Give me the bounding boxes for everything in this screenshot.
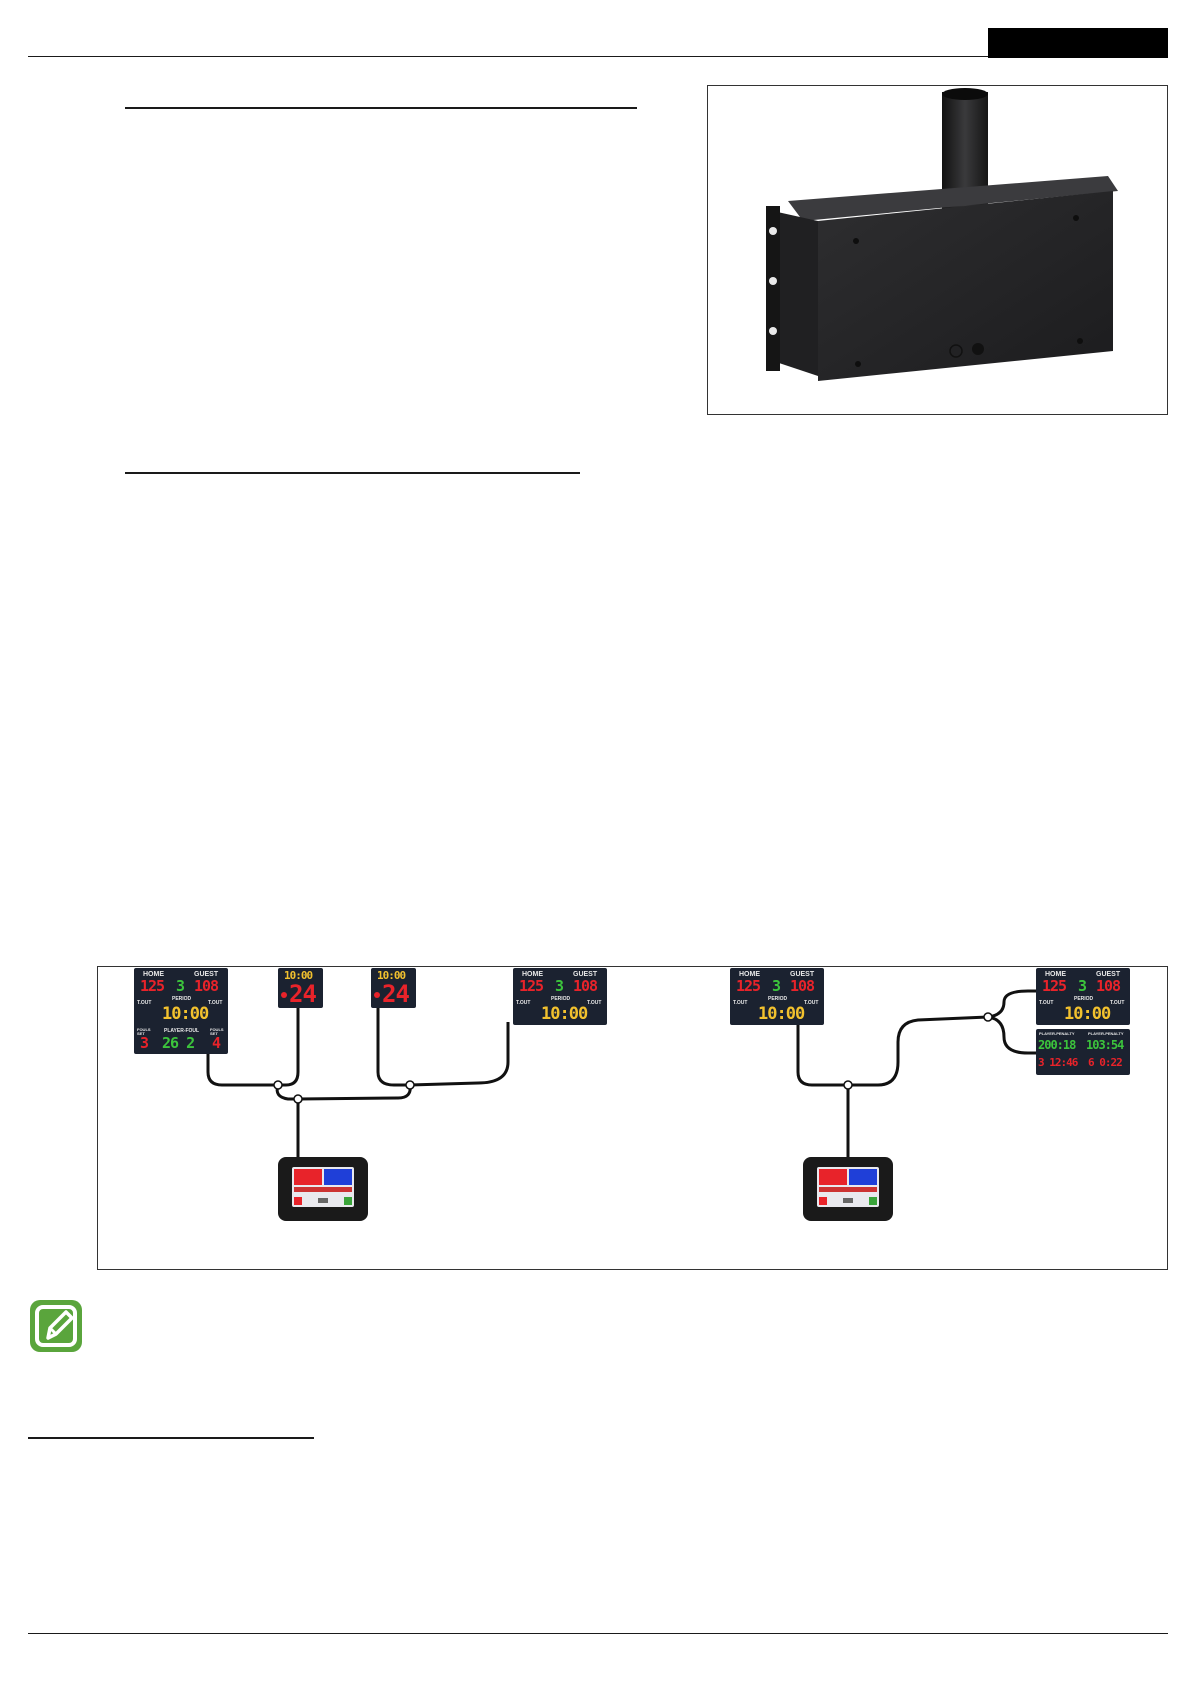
controller-keyboard-1: [278, 1157, 368, 1221]
guest-label: GUEST: [573, 971, 598, 978]
product-photo-frame: [707, 85, 1168, 415]
home-label: HOME: [522, 971, 543, 978]
scoreboard-basketball-full: HOME GUEST 125 3 108 PERIOD T.OUT T.OUT …: [134, 968, 228, 1054]
fouls-set-right: FOULS SET: [210, 1027, 224, 1036]
section-rule-2: [125, 472, 580, 474]
home-score: 125: [140, 977, 165, 995]
tout-label-right: T.OUT: [1110, 1000, 1125, 1006]
guest-score: 108: [194, 977, 219, 995]
guest-label: GUEST: [1096, 971, 1121, 978]
period-label: PERIOD: [172, 996, 192, 1002]
tout-label-right: T.OUT: [208, 1000, 223, 1006]
mounting-box-photo: [766, 88, 1118, 381]
home-score: 125: [736, 977, 761, 995]
penalty-row1-left: 200:18: [1038, 1038, 1076, 1052]
controller-screen: [292, 1167, 354, 1207]
shot-clock-value: 24: [289, 980, 317, 1008]
connection-diagram: HOME GUEST 125 3 108 PERIOD T.OUT T.OUT …: [97, 966, 1168, 1270]
tout-label-left: T.OUT: [733, 1000, 748, 1006]
home-label: HOME: [1045, 971, 1066, 978]
shot-clock-time: 10:00: [284, 969, 313, 982]
tout-label-left: T.OUT: [516, 1000, 531, 1006]
home-score: 125: [519, 977, 544, 995]
game-time: 10:00: [162, 1004, 209, 1024]
scoreboard-basketball-compact-1: HOME GUEST 125 3 108 PERIOD T.OUT T.OUT …: [513, 968, 607, 1025]
player-foul-label: PLAYER-FOUL: [164, 1028, 200, 1034]
guest-score: 108: [573, 977, 598, 995]
section-rule-3: [28, 1437, 314, 1439]
penalty-row1-right: 103:54: [1086, 1038, 1124, 1052]
player-foul-value: 26 2: [162, 1034, 195, 1052]
period-label: PERIOD: [1074, 996, 1094, 1002]
tout-label-right: T.OUT: [804, 1000, 819, 1006]
scoreboard-basketball-compact-2: HOME GUEST 125 3 108 PERIOD T.OUT T.OUT …: [730, 968, 824, 1025]
period-value: 3: [772, 977, 781, 995]
cable-lines: [206, 989, 1050, 1162]
home-score: 125: [1042, 977, 1067, 995]
tout-label-left: T.OUT: [1039, 1000, 1054, 1006]
player-penalty-label-left: PLAYER-PENALTY: [1039, 1031, 1075, 1036]
shot-clock-dot: [281, 992, 287, 998]
period-value: 3: [555, 977, 564, 995]
guest-score: 108: [790, 977, 815, 995]
guest-score: 108: [1096, 977, 1121, 995]
guest-label: GUEST: [790, 971, 815, 978]
scoreboard-basketball-compact-3: HOME GUEST 125 3 108 PERIOD T.OUT T.OUT …: [1036, 968, 1130, 1025]
player-penalty-board: PLAYER-PENALTY PLAYER-PENALTY 200:18 103…: [1036, 1029, 1130, 1075]
period-value: 3: [1078, 977, 1087, 995]
shot-clock-2: 10:00 24: [371, 968, 416, 1008]
tout-label-right: T.OUT: [587, 1000, 602, 1006]
period-label: PERIOD: [551, 996, 571, 1002]
player-penalty-label-right: PLAYER-PENALTY: [1088, 1031, 1124, 1036]
shot-clock-dot: [374, 992, 380, 998]
shot-clock-time: 10:00: [377, 969, 406, 982]
shot-clock-1: 10:00 24: [278, 968, 323, 1008]
header-rule: [28, 56, 1168, 57]
penalty-row2-left: 3 12:46: [1038, 1056, 1078, 1069]
penalty-row2-right: 6 0:22: [1088, 1056, 1123, 1069]
fouls-set-left: FOULS SET: [137, 1027, 151, 1036]
section-rule-1: [125, 107, 637, 109]
period-label: PERIOD: [768, 996, 788, 1002]
home-label: HOME: [143, 971, 164, 978]
guest-label: GUEST: [194, 971, 219, 978]
footer-rule: [28, 1633, 1168, 1634]
home-fouls: 3: [140, 1034, 149, 1052]
tout-label-left: T.OUT: [137, 1000, 152, 1006]
home-label: HOME: [739, 971, 760, 978]
game-time: 10:00: [758, 1004, 805, 1024]
guest-fouls: 4: [212, 1034, 221, 1052]
game-time: 10:00: [1064, 1004, 1111, 1024]
game-time: 10:00: [541, 1004, 588, 1024]
period-value: 3: [176, 977, 185, 995]
shot-clock-value: 24: [382, 980, 410, 1008]
controller-keyboard-2: [803, 1157, 893, 1221]
note-pencil-icon: [30, 1300, 82, 1352]
header-tab: [988, 28, 1168, 58]
controller-screen: [817, 1167, 879, 1207]
